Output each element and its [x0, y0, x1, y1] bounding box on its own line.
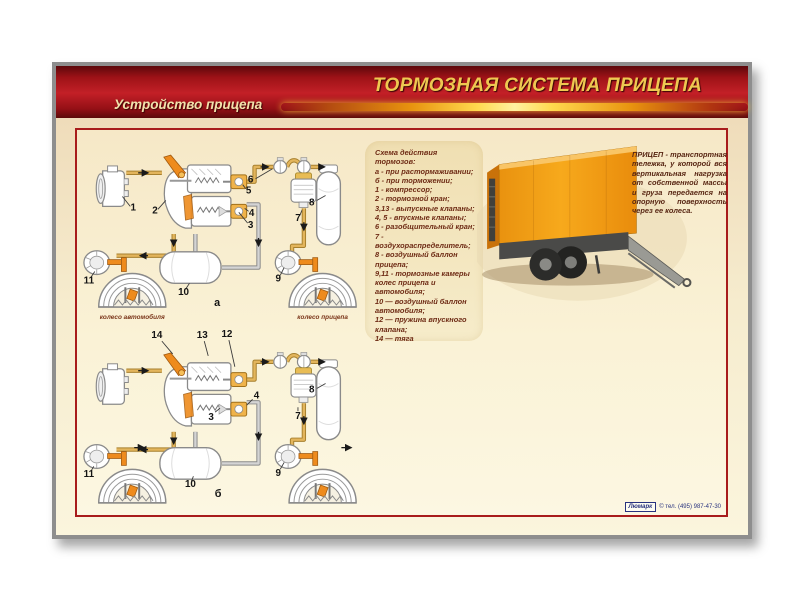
poster-header: ТОРМОЗНАЯ СИСТЕМА ПРИЦЕПА Устройство при… — [56, 66, 748, 118]
drawbar-strut — [627, 252, 676, 289]
diagram-a-num-10: 10 — [178, 287, 189, 298]
legend-item: 7 - воздухораспределитель; — [375, 231, 471, 250]
brake-chamber-symbol — [274, 250, 319, 276]
diagram-a-num-4: 4 — [249, 208, 255, 219]
diagram-b-num-8: 8 — [309, 384, 315, 395]
brake-diagram-released: 1 2 3 4 5 6 7 8 9 10 11 а колесо автомоб… — [83, 154, 358, 321]
diagram-a-num-9: 9 — [275, 273, 281, 284]
legend-item: 6 - разобщительный кран; — [375, 222, 475, 232]
legend-item: 4, 5 - впускные клапаны; — [375, 213, 467, 223]
legend-item: б - при торможении; — [375, 175, 453, 185]
brake-chamber-symbol — [274, 444, 319, 469]
diagram-a-label: а — [214, 297, 221, 309]
gold-stripe — [281, 103, 748, 111]
poster: ТОРМОЗНАЯ СИСТЕМА ПРИЦЕПА Устройство при… — [52, 62, 752, 539]
truck-wheel-caption: колесо автомобиля — [100, 313, 165, 321]
diagram-b-num-14: 14 — [151, 330, 162, 341]
diagram-a-num-6: 6 — [248, 175, 254, 186]
diagram-b-num-9: 9 — [275, 468, 281, 479]
poster-subtitle: Устройство прицепа — [114, 97, 263, 112]
shutoff-valve-icon — [273, 351, 288, 369]
publisher-line: Люмарк © тел. (495) 987-47-30 — [624, 502, 721, 512]
front-ladder — [489, 178, 496, 242]
trailer-air-tank-symbol — [316, 164, 342, 246]
brake-valve-symbol — [162, 154, 248, 230]
legend-title: Схема действия тормозов: — [375, 148, 438, 167]
truck-wheel-symbol — [97, 468, 167, 504]
chassis — [499, 232, 629, 260]
diagram-b-num-11: 11 — [84, 469, 95, 480]
legend-item: 1 - компрессор; — [375, 185, 433, 195]
diagram-b-num-4: 4 — [254, 390, 260, 401]
trailer-box — [498, 146, 637, 246]
diagram-a-num-3: 3 — [248, 220, 254, 231]
publisher-logo: Люмарк — [624, 502, 657, 512]
support-leg — [594, 255, 601, 274]
trailer-roof-edge — [499, 146, 637, 170]
diagram-b-num-13: 13 — [197, 330, 208, 341]
trailer-wheel-symbol — [288, 272, 358, 308]
legend-item: 2 - тормозной кран; — [375, 194, 450, 204]
trailer-wheel-caption: колесо прицепа — [297, 314, 348, 321]
diagram-b-num-7: 7 — [295, 411, 301, 422]
poster-body: 1 2 3 4 5 6 7 8 9 10 11 а колесо автомоб… — [56, 118, 748, 535]
shutoff-valve-icon — [296, 156, 311, 174]
diagram-a-num-1: 1 — [131, 202, 137, 213]
trailer-air-tank-symbol — [316, 359, 342, 441]
trailer-wheel-symbol — [288, 468, 358, 504]
legend-item: 9,11 - тормозные камеры колес прицепа и … — [375, 268, 470, 297]
ladder-rungs — [489, 186, 496, 228]
legend-item: 3,13 - выпускные клапаны; — [375, 203, 475, 213]
diagram-b-label: б — [215, 488, 222, 500]
legend-item: 14 — тяга — [375, 333, 414, 343]
legend-item: 12 — пружина впускного клапана; — [375, 315, 467, 334]
trailer-photo — [477, 146, 692, 301]
diagram-b-num-3: 3 — [208, 412, 214, 423]
shutoff-valve-icon — [273, 156, 288, 174]
front-wheel-hub — [539, 258, 552, 271]
poster-title: ТОРМОЗНАЯ СИСТЕМА ПРИЦЕПА — [372, 75, 702, 96]
brake-diagram-braking: 14 13 12 3 4 7 8 9 10 11 б — [83, 329, 358, 504]
legend-item: а - при растормаживании; — [375, 166, 474, 176]
truck-wheel-symbol — [97, 272, 167, 308]
diagram-a-num-2: 2 — [152, 205, 158, 216]
truck-air-tank-symbol — [159, 251, 222, 285]
truck-air-tank-symbol — [159, 446, 222, 480]
diagram-b-num-12: 12 — [221, 329, 232, 340]
drawbar — [627, 235, 686, 287]
legend-panel: Схема действия тормозов: а - при расторм… — [365, 141, 483, 343]
content-frame: 1 2 3 4 5 6 7 8 9 10 11 а колесо автомоб… — [75, 128, 728, 517]
shutoff-valve-icon — [296, 351, 311, 369]
panel-seams — [533, 151, 607, 242]
diagram-a-num-7: 7 — [295, 213, 301, 224]
diagram-a-num-8: 8 — [309, 197, 315, 208]
compressor-symbol — [95, 363, 129, 405]
publisher-contact: © тел. (495) 987-47-30 — [659, 504, 721, 510]
compressor-symbol — [95, 165, 129, 208]
hitch-eye — [682, 278, 692, 288]
trailer-definition: ПРИЦЕП - транспортная тележка, у которой… — [632, 150, 727, 216]
diagram-a-num-5: 5 — [246, 186, 252, 197]
legend-item: 10 — воздушный баллон автомобиля; — [375, 296, 467, 316]
diagram-b-num-10: 10 — [185, 479, 196, 490]
legend-item: 8 - воздушный баллон прицепа; — [375, 250, 458, 269]
diagram-a-num-11: 11 — [84, 275, 95, 286]
legend-text: Схема действия тормозов: а - при расторм… — [365, 141, 483, 343]
rear-wheel-hub — [564, 256, 577, 269]
